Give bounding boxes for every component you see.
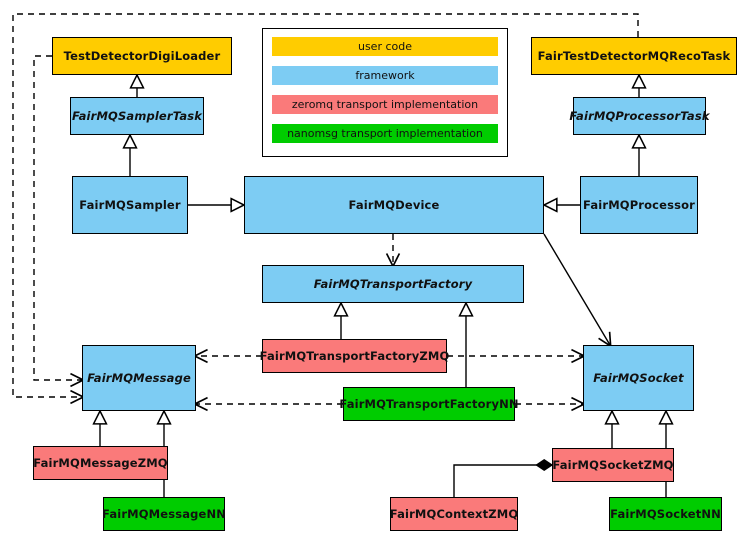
node-fairtestdetectormqrecotask[interactable]: FairTestDetectorMQRecoTask: [531, 37, 737, 75]
legend-item-user-code: user code: [272, 37, 498, 56]
node-fairmqprocessortask[interactable]: FairMQProcessorTask: [569, 97, 709, 135]
node-fairmqtransportfactorynn[interactable]: FairMQTransportFactoryNN: [339, 387, 519, 421]
edge-device-to-socket: [543, 233, 610, 345]
node-fairmqsocketzmq[interactable]: FairMQSocketZMQ: [552, 448, 674, 482]
node-fairmqmessage[interactable]: FairMQMessage: [82, 345, 196, 411]
edge-digiloader-to-message: [33, 55, 82, 380]
node-fairmqmessagezmq[interactable]: FairMQMessageZMQ: [33, 446, 168, 480]
node-fairmqcontextzmq[interactable]: FairMQContextZMQ: [390, 497, 518, 531]
legend-item-nanomsg: nanomsg transport implementation: [272, 124, 498, 143]
edge-recotask-to-message: [12, 13, 639, 397]
node-fairmqsamplertask[interactable]: FairMQSamplerTask: [70, 97, 204, 135]
node-fairmqmessagenn[interactable]: FairMQMessageNN: [102, 497, 226, 531]
node-testdetectordigiloader[interactable]: TestDetectorDigiLoader: [52, 37, 232, 75]
node-fairmqdevice[interactable]: FairMQDevice: [244, 176, 544, 234]
node-fairmqtransportfactoryzmq[interactable]: FairMQTransportFactoryZMQ: [260, 339, 449, 373]
legend-item-zeromq: zeromq transport implementation: [272, 95, 498, 114]
node-fairmqprocessor[interactable]: FairMQProcessor: [580, 176, 698, 234]
legend-item-framework: framework: [272, 66, 498, 85]
node-fairmqtransportfactory[interactable]: FairMQTransportFactory: [262, 265, 524, 303]
node-fairmqsampler[interactable]: FairMQSampler: [72, 176, 188, 234]
node-fairmqsocket[interactable]: FairMQSocket: [583, 345, 694, 411]
edge-contextzmq-to-socketzmq: [453, 459, 554, 497]
node-fairmqsocketnn[interactable]: FairMQSocketNN: [609, 497, 722, 531]
